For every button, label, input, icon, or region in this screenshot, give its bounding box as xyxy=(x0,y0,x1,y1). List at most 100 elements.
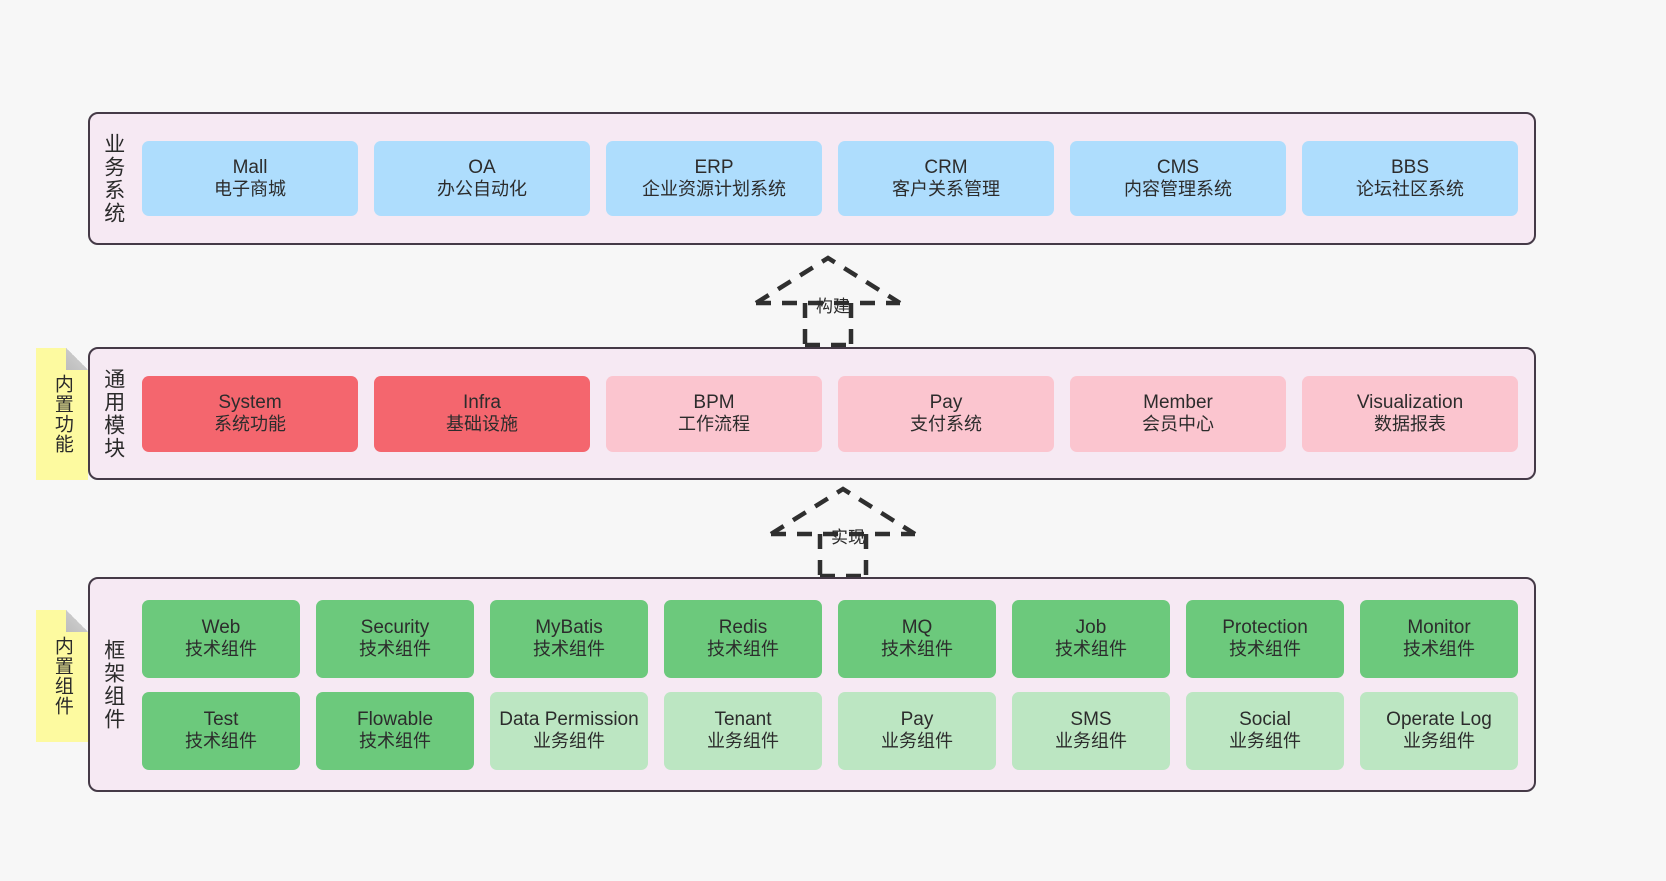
card-subtitle: 业务组件 xyxy=(1055,731,1127,752)
sticky-note-label: 内置组件 xyxy=(51,636,73,716)
card-oa[interactable]: OA 办公自动化 xyxy=(374,141,590,216)
card-subtitle: 工作流程 xyxy=(678,414,750,435)
card-title: Operate Log xyxy=(1386,708,1492,730)
card-title: Pay xyxy=(900,708,934,730)
card-subtitle: 数据报表 xyxy=(1374,414,1446,435)
card-title: SMS xyxy=(1070,708,1112,730)
card-title: Job xyxy=(1075,616,1107,638)
card-cms[interactable]: CMS 内容管理系统 xyxy=(1070,141,1286,216)
layer-title-business-system: 业务系统 xyxy=(101,132,125,225)
card-subtitle: 电子商城 xyxy=(214,179,286,200)
card-bbs[interactable]: BBS 论坛社区系统 xyxy=(1302,141,1518,216)
card-visualization[interactable]: Visualization 数据报表 xyxy=(1302,375,1518,452)
card-subtitle: 技术组件 xyxy=(1229,639,1301,660)
card-title: Monitor xyxy=(1407,616,1471,638)
card-flowable[interactable]: Flowable 技术组件 xyxy=(316,691,474,770)
card-subtitle: 业务组件 xyxy=(533,731,605,752)
sticky-note-builtin-functions[interactable]: 内置功能 xyxy=(36,348,88,480)
card-title: Member xyxy=(1143,391,1213,413)
card-sms[interactable]: SMS 业务组件 xyxy=(1012,691,1170,770)
card-web[interactable]: Web 技术组件 xyxy=(142,599,300,678)
card-title: MQ xyxy=(901,616,933,638)
card-erp[interactable]: ERP 企业资源计划系统 xyxy=(606,141,822,216)
layer-body-framework-component: Web 技术组件 Security 技术组件 MyBatis 技术组件 Redi… xyxy=(136,579,1534,790)
card-title: BBS xyxy=(1390,156,1430,178)
card-title: BPM xyxy=(693,391,735,413)
card-mall[interactable]: Mall 电子商城 xyxy=(142,141,358,216)
card-subtitle: 支付系统 xyxy=(910,414,982,435)
connector-implement: 实现 xyxy=(768,486,928,579)
card-subtitle: 会员中心 xyxy=(1142,414,1214,435)
generalization-triangle-icon xyxy=(754,255,902,305)
layer-body-common-module: System 系统功能 Infra 基础设施 BPM 工作流程 Pay 支付系统… xyxy=(136,349,1534,478)
card-title: CMS xyxy=(1156,156,1200,178)
card-pay-module[interactable]: Pay 支付系统 xyxy=(838,375,1054,452)
card-data-permission[interactable]: Data Permission 业务组件 xyxy=(490,691,648,770)
card-title: Mall xyxy=(232,156,268,178)
card-title: Flowable xyxy=(356,708,434,730)
layer-body-business-system: Mall 电子商城 OA 办公自动化 ERP 企业资源计划系统 CRM 客户关系… xyxy=(136,114,1534,243)
card-security[interactable]: Security 技术组件 xyxy=(316,599,474,678)
card-monitor[interactable]: Monitor 技术组件 xyxy=(1360,599,1518,678)
layer-title-common-module: 通用模块 xyxy=(101,367,125,460)
card-subtitle: 企业资源计划系统 xyxy=(642,179,786,200)
card-bpm[interactable]: BPM 工作流程 xyxy=(606,375,822,452)
sticky-note-builtin-components[interactable]: 内置组件 xyxy=(36,610,88,742)
card-pay-component[interactable]: Pay 业务组件 xyxy=(838,691,996,770)
card-subtitle: 办公自动化 xyxy=(437,179,527,200)
card-title: Social xyxy=(1239,708,1291,730)
card-title: Protection xyxy=(1222,616,1308,638)
sticky-note-label: 内置功能 xyxy=(51,374,73,454)
card-mybatis[interactable]: MyBatis 技术组件 xyxy=(490,599,648,678)
layer-framework-component: 框架组件 Web 技术组件 Security 技术组件 MyBatis 技术组件… xyxy=(88,577,1536,792)
row-business-systems: Mall 电子商城 OA 办公自动化 ERP 企业资源计划系统 CRM 客户关系… xyxy=(142,141,1518,216)
card-member[interactable]: Member 会员中心 xyxy=(1070,375,1286,452)
card-subtitle: 技术组件 xyxy=(359,731,431,752)
card-subtitle: 业务组件 xyxy=(881,731,953,752)
card-tenant[interactable]: Tenant 业务组件 xyxy=(664,691,822,770)
card-redis[interactable]: Redis 技术组件 xyxy=(664,599,822,678)
card-title: OA xyxy=(468,156,496,178)
card-operate-log[interactable]: Operate Log 业务组件 xyxy=(1360,691,1518,770)
connector-build: 构建 xyxy=(753,255,913,348)
card-title: Visualization xyxy=(1356,391,1464,413)
card-job[interactable]: Job 技术组件 xyxy=(1012,599,1170,678)
card-subtitle: 系统功能 xyxy=(214,414,286,435)
card-infra[interactable]: Infra 基础设施 xyxy=(374,375,590,452)
card-subtitle: 客户关系管理 xyxy=(892,179,1000,200)
card-subtitle: 技术组件 xyxy=(881,639,953,660)
card-subtitle: 技术组件 xyxy=(185,639,257,660)
generalization-triangle-icon xyxy=(769,486,917,536)
card-title: Tenant xyxy=(714,708,772,730)
card-subtitle: 技术组件 xyxy=(1055,639,1127,660)
card-subtitle: 业务组件 xyxy=(707,731,779,752)
card-test[interactable]: Test 技术组件 xyxy=(142,691,300,770)
card-protection[interactable]: Protection 技术组件 xyxy=(1186,599,1344,678)
connector-label-build: 构建 xyxy=(816,297,850,316)
card-title: MyBatis xyxy=(535,616,603,638)
card-title: System xyxy=(218,391,282,413)
card-social[interactable]: Social 业务组件 xyxy=(1186,691,1344,770)
card-system[interactable]: System 系统功能 xyxy=(142,375,358,452)
card-title: Infra xyxy=(462,391,502,413)
card-subtitle: 基础设施 xyxy=(446,414,518,435)
card-subtitle: 业务组件 xyxy=(1229,731,1301,752)
card-subtitle: 技术组件 xyxy=(185,731,257,752)
card-subtitle: 内容管理系统 xyxy=(1124,179,1232,200)
row-tech-components: Web 技术组件 Security 技术组件 MyBatis 技术组件 Redi… xyxy=(142,599,1518,678)
card-title: ERP xyxy=(694,156,734,178)
card-subtitle: 技术组件 xyxy=(533,639,605,660)
card-mq[interactable]: MQ 技术组件 xyxy=(838,599,996,678)
card-title: Web xyxy=(201,616,241,638)
card-title: Data Permission xyxy=(499,708,639,730)
row-business-components: Test 技术组件 Flowable 技术组件 Data Permission … xyxy=(142,691,1518,770)
card-subtitle: 论坛社区系统 xyxy=(1356,179,1464,200)
card-title: Test xyxy=(203,708,239,730)
card-title: Pay xyxy=(929,391,963,413)
card-crm[interactable]: CRM 客户关系管理 xyxy=(838,141,1054,216)
layer-title-framework-component: 框架组件 xyxy=(101,638,125,731)
card-subtitle: 技术组件 xyxy=(359,639,431,660)
card-title: Redis xyxy=(718,616,768,638)
card-subtitle: 技术组件 xyxy=(707,639,779,660)
